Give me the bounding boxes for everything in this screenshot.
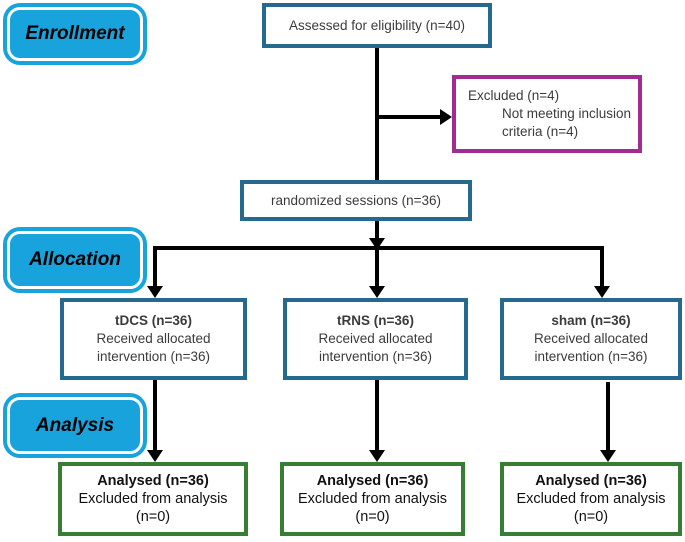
node-randomized-text: randomized sessions (n=36): [271, 192, 441, 208]
node-tdcs-title: tDCS (n=36): [115, 313, 192, 329]
node-analysed-trns-title: Analysed (n=36): [316, 472, 429, 489]
connector-branch-to-sham: [600, 250, 604, 286]
node-analysed-trns: Analysed (n=36) Excluded from analysis (…: [280, 462, 465, 536]
connector-randomized-to-junction: [375, 220, 379, 238]
node-assessed-eligibility: Assessed for eligibility (n=40): [262, 3, 492, 48]
stage-label-enrollment: Enrollment: [7, 7, 143, 61]
node-trns-body-line2: intervention (n=36): [319, 348, 432, 364]
connector-sham-to-analysed: [606, 382, 610, 450]
node-allocation-trns: tRNS (n=36) Received allocated intervent…: [283, 298, 468, 380]
node-analysed-tdcs: Analysed (n=36) Excluded from analysis (…: [58, 462, 248, 536]
arrowhead-right-excluded: [440, 109, 452, 125]
node-trns-title: tRNS (n=36): [337, 313, 414, 329]
connector-allocation-branch: [153, 246, 604, 250]
node-analysed-sham: Analysed (n=36) Excluded from analysis (…: [500, 462, 682, 536]
arrowhead-down-sham: [594, 286, 610, 298]
connector-branch-to-trns: [375, 250, 379, 286]
connector-trns-to-analysed: [375, 380, 379, 450]
connector-to-excluded: [377, 115, 440, 119]
stage-label-analysis: Analysis: [7, 397, 143, 454]
node-analysed-sham-body-line2: (n=0): [573, 509, 609, 526]
node-sham-body-line1: Received allocated: [533, 331, 649, 347]
node-analysed-tdcs-title: Analysed (n=36): [97, 472, 209, 489]
node-analysed-sham-body-line1: Excluded from analysis: [516, 490, 666, 507]
node-assessed-text: Assessed for eligibility (n=40): [289, 17, 465, 33]
connector-tdcs-to-analysed: [153, 380, 157, 450]
node-excluded-reason-line1: Not meeting inclusion: [502, 106, 632, 122]
node-excluded-reason-line2: criteria (n=4): [502, 123, 579, 139]
arrowhead-down-analysed-trns: [369, 450, 385, 462]
node-trns-body-line1: Received allocated: [318, 331, 433, 347]
connector-assessed-to-randomized: [375, 47, 379, 182]
node-analysed-sham-title: Analysed (n=36): [535, 472, 647, 489]
connector-branch-to-tdcs: [153, 250, 157, 286]
arrowhead-down-analysed-tdcs: [147, 450, 163, 462]
node-tdcs-body-line2: intervention (n=36): [97, 348, 210, 364]
arrowhead-down-trns: [369, 286, 385, 298]
stage-label-enrollment-text: Enrollment: [25, 23, 125, 44]
node-sham-body-line2: intervention (n=36): [534, 348, 648, 364]
node-analysed-trns-body-line2: (n=0): [355, 509, 390, 526]
node-excluded-title: Excluded (n=4): [468, 88, 560, 104]
stage-label-allocation-text: Allocation: [29, 249, 121, 270]
stage-label-allocation: Allocation: [7, 231, 143, 289]
arrowhead-down-analysed-sham: [600, 450, 616, 462]
node-allocation-sham: sham (n=36) Received allocated intervent…: [500, 298, 682, 380]
node-analysed-trns-body-line1: Excluded from analysis: [297, 490, 448, 507]
stage-label-analysis-text: Analysis: [35, 414, 115, 436]
node-randomized-sessions: randomized sessions (n=36): [240, 180, 472, 221]
node-analysed-tdcs-body-line2: (n=0): [135, 509, 171, 526]
node-analysed-tdcs-body-line1: Excluded from analysis: [78, 490, 228, 507]
node-tdcs-body-line1: Received allocated: [96, 331, 211, 347]
node-allocation-tdcs: tDCS (n=36) Received allocated intervent…: [60, 298, 247, 380]
node-sham-title: sham (n=36): [551, 313, 631, 329]
arrowhead-down-tdcs: [147, 286, 163, 298]
node-excluded: Excluded (n=4) Not meeting inclusion cri…: [452, 75, 642, 153]
